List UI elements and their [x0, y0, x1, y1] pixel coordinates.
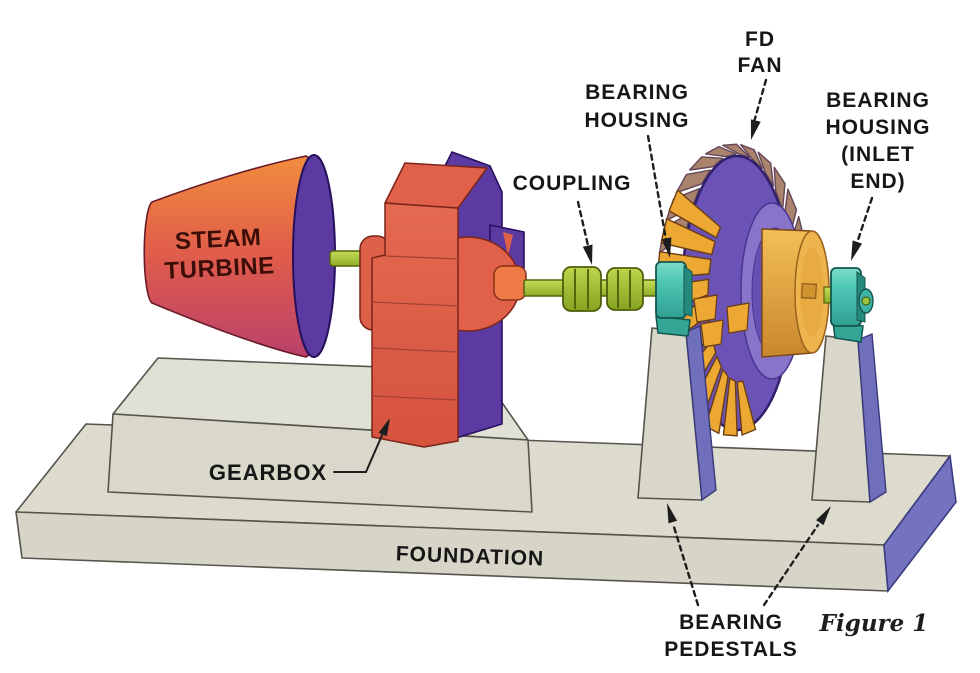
- pedestal-right-side: [857, 332, 887, 504]
- bearing-housing-inlet-end: [830, 267, 874, 343]
- fan-inner-vanes: [693, 294, 750, 348]
- leader-arrows: [333, 78, 874, 607]
- bearing-housing-inlet-label-line1: BEARING: [826, 89, 930, 112]
- fan-blade: [757, 151, 775, 187]
- coupling-label: COUPLING: [513, 172, 632, 195]
- bearing-housing-inlet-label-line4: END): [850, 170, 905, 193]
- fan-blade: [736, 380, 757, 436]
- labels: BEARING HOUSING FD FAN BEARING HOUSING (…: [209, 28, 930, 661]
- bearing-housing-label-line2: HOUSING: [584, 109, 689, 132]
- bearing-housing-inlet-arrow: [855, 196, 874, 245]
- fan-blade: [722, 143, 751, 159]
- bearing-housing-label-line1: BEARING: [585, 81, 689, 104]
- drive-shaft: [523, 266, 685, 312]
- coupling-half-left: [562, 266, 602, 312]
- gearbox-label: GEARBOX: [209, 460, 327, 485]
- coupling-half-right: [606, 267, 644, 311]
- steam-turbine-label-line2: TURBINE: [164, 252, 275, 285]
- gearbox-top-face: [384, 162, 488, 209]
- bearing-housing-left: [655, 261, 693, 337]
- foundation-side-face: [883, 453, 957, 594]
- foundation-label: FOUNDATION: [395, 542, 544, 570]
- bearing-housing-left-side: [683, 265, 693, 317]
- fan-blade: [660, 218, 716, 256]
- gearbox-output-hub: [493, 265, 527, 301]
- fan-shaft-end: [801, 283, 817, 299]
- coupling-grooves-right: [617, 270, 631, 308]
- figure-caption: Figure 1: [819, 610, 929, 637]
- gearbox-front-face: [371, 202, 459, 448]
- gearbox-arrow: [333, 432, 384, 473]
- fd-fan-label-line2: FAN: [738, 54, 783, 77]
- steam-turbine-label-line1: STEAM: [174, 224, 262, 255]
- shaft-end-center: [861, 296, 871, 306]
- bearing-housing-left-block: [655, 261, 687, 319]
- fan-blade: [689, 156, 724, 171]
- fan-blade: [740, 143, 763, 170]
- coupling-arrow: [576, 200, 591, 252]
- gearbox-bracket-notch: [503, 232, 513, 256]
- bearing-housing-inlet-label-line3: (INLET: [841, 143, 915, 166]
- steam-turbine: STEAM TURBINE: [143, 154, 336, 358]
- gearbox-seams: [371, 255, 459, 401]
- pedestal-right-arrow: [762, 523, 820, 607]
- turbine-back-face: [292, 154, 336, 358]
- fan-blade: [668, 189, 722, 239]
- fd-fan-arrow: [752, 78, 768, 124]
- coupling-grooves-left: [574, 269, 589, 309]
- bearing-housing-inlet-label-line2: HOUSING: [825, 116, 930, 139]
- fd-fan-label-line1: FD: [745, 28, 775, 51]
- fan-blade: [704, 145, 737, 158]
- bearing-pedestals-label-line2: PEDESTALS: [664, 638, 797, 661]
- pedestal-left-side: [685, 324, 717, 502]
- bearing-housing-arrow: [646, 134, 668, 242]
- fd-fan: [656, 143, 830, 437]
- coupling: [562, 266, 644, 312]
- fan-blade: [675, 169, 712, 194]
- bearing-pedestals-label-line1: BEARING: [679, 611, 783, 634]
- pedestal-left-arrow: [672, 525, 700, 607]
- fan-blade: [722, 377, 738, 437]
- bearing-housing-left-base: [655, 315, 691, 337]
- gearbox: [359, 151, 527, 448]
